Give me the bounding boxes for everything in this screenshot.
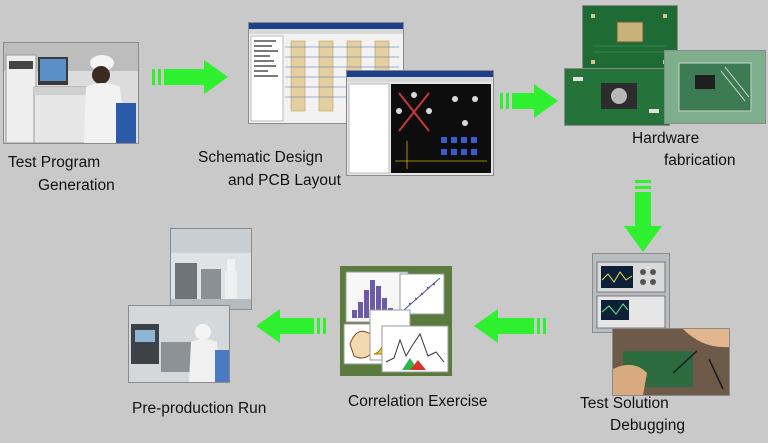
production-floor-photo-1 xyxy=(170,228,252,310)
step-label-test-program-line1: Test Program xyxy=(8,154,101,171)
pcb-board-photo-2 xyxy=(564,68,670,126)
step-label-schematic-line1: Schematic Design xyxy=(198,149,323,166)
pcb-board-photo-1 xyxy=(582,5,678,75)
step-label-debugging-line2: Debugging xyxy=(610,417,685,434)
step-label-correlation: Correlation Exercise xyxy=(348,393,488,410)
pcb-layout-screenshot xyxy=(346,70,494,176)
flow-arrow-right-1 xyxy=(152,60,228,94)
step-label-schematic-line2: and PCB Layout xyxy=(228,172,341,189)
step-label-hardware-line1: Hardware xyxy=(632,130,700,147)
production-floor-photo-2 xyxy=(128,305,230,383)
step-label-pre-production: Pre-production Run xyxy=(132,400,267,417)
test-program-photo xyxy=(3,42,139,144)
debugging-hands-photo xyxy=(612,328,730,396)
correlation-plots xyxy=(340,266,452,376)
pcb-board-photo-3 xyxy=(664,50,766,124)
flow-arrow-left-2 xyxy=(256,309,326,343)
step-label-test-program-line2: Generation xyxy=(38,177,115,194)
flow-arrow-right-2 xyxy=(500,84,558,118)
flow-arrow-down xyxy=(624,180,662,252)
flow-arrow-left-1 xyxy=(474,309,546,343)
step-label-debugging-line1: Test Solution xyxy=(580,395,669,412)
oscilloscope-photo xyxy=(592,253,670,333)
step-label-hardware-line2: fabrication xyxy=(664,152,736,169)
